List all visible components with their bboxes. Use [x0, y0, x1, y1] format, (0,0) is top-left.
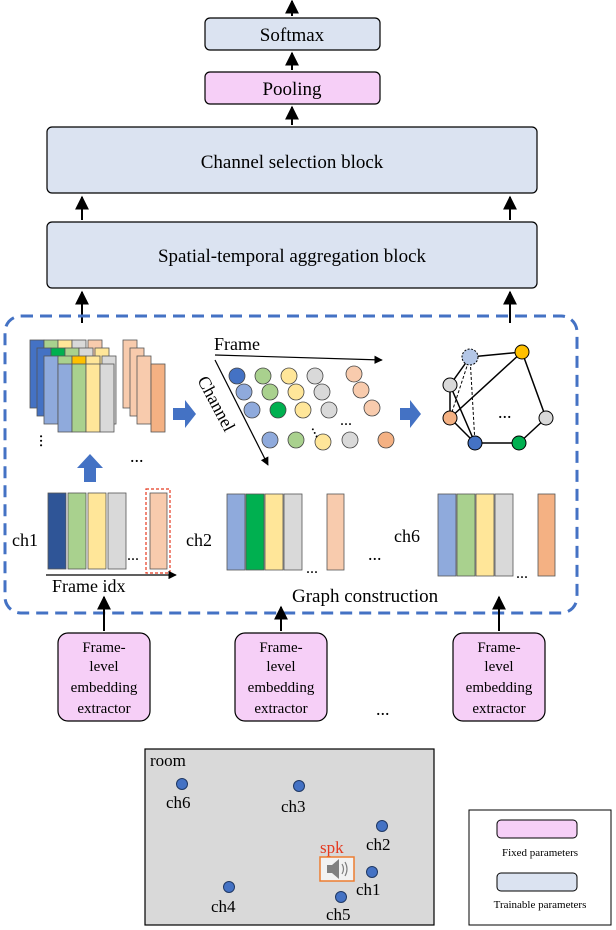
room-ch2-label: ch2	[366, 835, 391, 854]
speaker-icon	[319, 856, 355, 882]
extractor-6-line2: level	[484, 659, 513, 675]
room-ch3-label: ch3	[281, 797, 306, 816]
channel-axis	[214, 359, 269, 466]
extractor-1-line4: extractor	[77, 701, 130, 717]
ch2-features: ch2 ...	[186, 493, 345, 577]
softmax-block: Softmax	[204, 17, 381, 51]
stack-up-arrow	[77, 454, 103, 482]
mic-ch5	[335, 891, 347, 903]
extractor-2: Frame- level embedding extractor	[234, 632, 328, 722]
extractor-6-line1: Frame-	[477, 640, 520, 656]
extractor-dots: ...	[376, 699, 390, 719]
mic-ch2	[376, 820, 388, 832]
stack-dots-vertical: ...	[36, 434, 56, 448]
graph-construction-region	[3, 314, 579, 615]
ch6-dots: ...	[516, 565, 528, 582]
graph: ...	[442, 344, 554, 451]
ch6-label: ch6	[394, 526, 420, 546]
stack-to-grid-arrow	[173, 400, 196, 428]
aggregation-block: Spatial-temporal aggregation block	[46, 221, 538, 289]
speaker-label: spk	[320, 838, 344, 857]
ch6-features: ch6 ...	[394, 493, 556, 582]
stacked-feature-maps: ... ...	[29, 339, 166, 466]
room-ch6-label: ch6	[166, 793, 191, 812]
frame-axis-label: Frame	[214, 334, 260, 354]
legend-fixed-label: Fixed parameters	[502, 847, 578, 859]
extractor-6-line4: extractor	[472, 701, 525, 717]
extractor-6: Frame- level embedding extractor	[452, 632, 546, 722]
extractor-2-line1: Frame-	[259, 640, 302, 656]
node-grid: Frame Channel ... ...	[193, 334, 395, 466]
aggregation-label: Spatial-temporal aggregation block	[158, 246, 427, 267]
extractor-1-line3: embedding	[71, 680, 138, 696]
pooling-block: Pooling	[204, 71, 381, 105]
channels-dots: ...	[368, 544, 382, 564]
frame-axis	[214, 354, 383, 364]
mic-ch4	[223, 881, 235, 893]
ch1-dots: ...	[127, 547, 139, 564]
frame-idx-label: Frame idx	[52, 576, 126, 596]
graph-dots: ...	[498, 402, 512, 422]
mic-ch3	[293, 780, 305, 792]
grid-to-graph-arrow	[400, 400, 421, 428]
extractor-2-line3: embedding	[248, 680, 315, 696]
mic-ch1	[366, 866, 378, 878]
softmax-label: Softmax	[260, 25, 325, 46]
extractor-1-line2: level	[89, 659, 118, 675]
legend-trainable-swatch	[496, 872, 578, 892]
channel-selection-label: Channel selection block	[201, 152, 384, 173]
stack-dots: ...	[130, 446, 144, 466]
extractor-6-line3: embedding	[466, 680, 533, 696]
room-ch4-label: ch4	[211, 897, 236, 916]
mic-ch6	[176, 778, 188, 790]
grid-dots: ...	[340, 412, 352, 429]
ch1-label: ch1	[12, 530, 38, 550]
legend-trainable-label: Trainable parameters	[494, 899, 587, 911]
ch2-label: ch2	[186, 530, 212, 550]
extractor-1-line1: Frame-	[82, 640, 125, 656]
extractor-1: Frame- level embedding extractor	[57, 632, 151, 722]
extractor-2-line2: level	[266, 659, 295, 675]
graph-construction-label: Graph construction	[292, 586, 439, 607]
channel-selection-block: Channel selection block	[46, 126, 538, 194]
room: room ch6 ch3 ch2 ch1 ch4 ch5 spk	[144, 748, 435, 926]
pooling-label: Pooling	[262, 79, 322, 100]
ch2-dots: ...	[306, 560, 318, 577]
room-ch5-label: ch5	[326, 905, 351, 924]
extractor-2-line4: extractor	[254, 701, 307, 717]
ch1-features: ch1 ... Frame idx	[12, 488, 177, 596]
legend: Fixed parameters Trainable parameters	[468, 809, 612, 926]
room-ch1-label: ch1	[356, 880, 381, 899]
legend-fixed-swatch	[496, 819, 578, 839]
room-label: room	[150, 751, 186, 770]
